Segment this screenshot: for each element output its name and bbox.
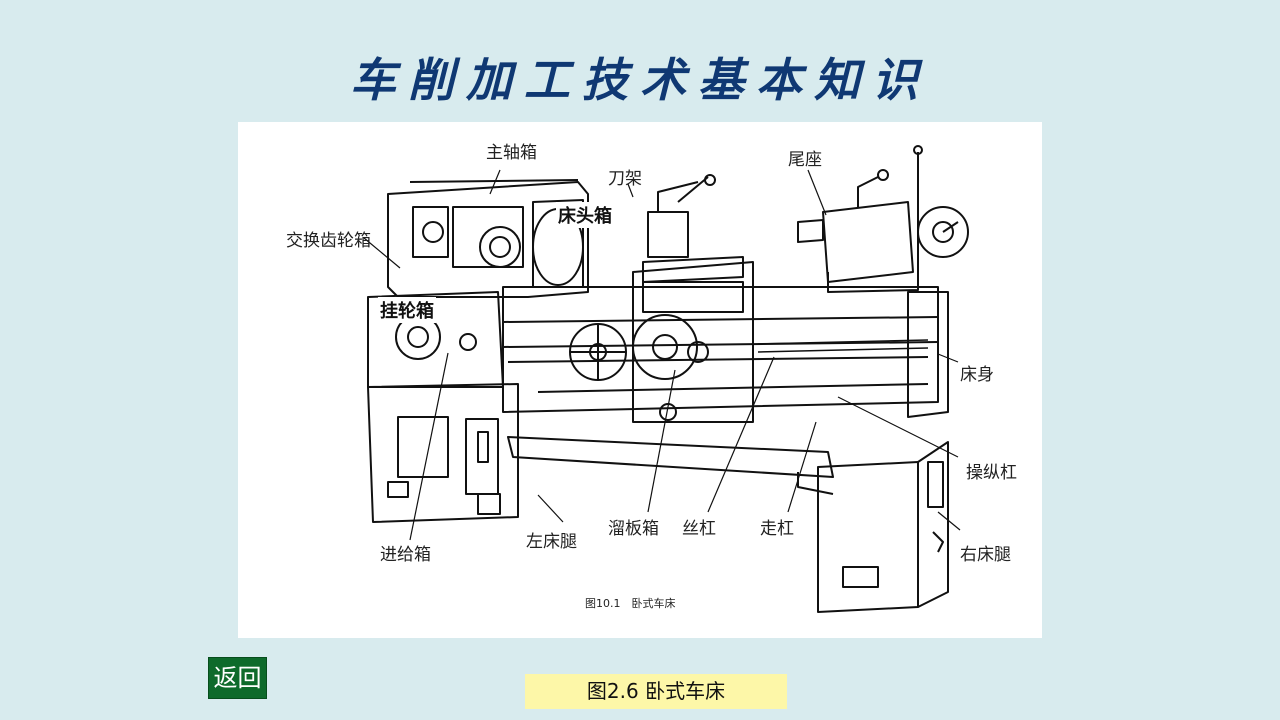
label-control-rod: 操纵杠: [966, 463, 1017, 483]
label-change-gear-box: 交换齿轮箱: [286, 231, 371, 251]
label-spindle-box: 主轴箱: [486, 143, 537, 163]
label-lead-screw: 丝杠: [682, 519, 716, 539]
label-hanging-gear-box: 挂轮箱: [378, 297, 436, 323]
label-bed: 床身: [960, 365, 994, 385]
label-feed-rod: 走杠: [760, 519, 794, 539]
lathe-figure: 主轴箱 刀架 尾座 交换齿轮箱 床头箱 挂轮箱 床身 操纵杠 右床腿 走杠 丝杠…: [238, 122, 1042, 638]
label-headstock-box: 床头箱: [556, 202, 614, 228]
label-tailstock: 尾座: [788, 150, 822, 170]
page-title: 车削加工技术基本知识: [350, 53, 930, 107]
lathe-drawing: [363, 145, 969, 613]
figure-caption: 图2.6 卧式车床: [525, 674, 787, 709]
label-apron: 溜板箱: [608, 519, 659, 539]
figure-inner-caption: 图10.1 卧式车床: [585, 597, 676, 610]
label-right-leg: 右床腿: [960, 545, 1011, 565]
label-left-leg: 左床腿: [526, 532, 577, 552]
back-button[interactable]: 返回: [208, 657, 267, 699]
label-tool-post: 刀架: [608, 169, 642, 189]
label-feed-box: 进给箱: [380, 545, 431, 565]
